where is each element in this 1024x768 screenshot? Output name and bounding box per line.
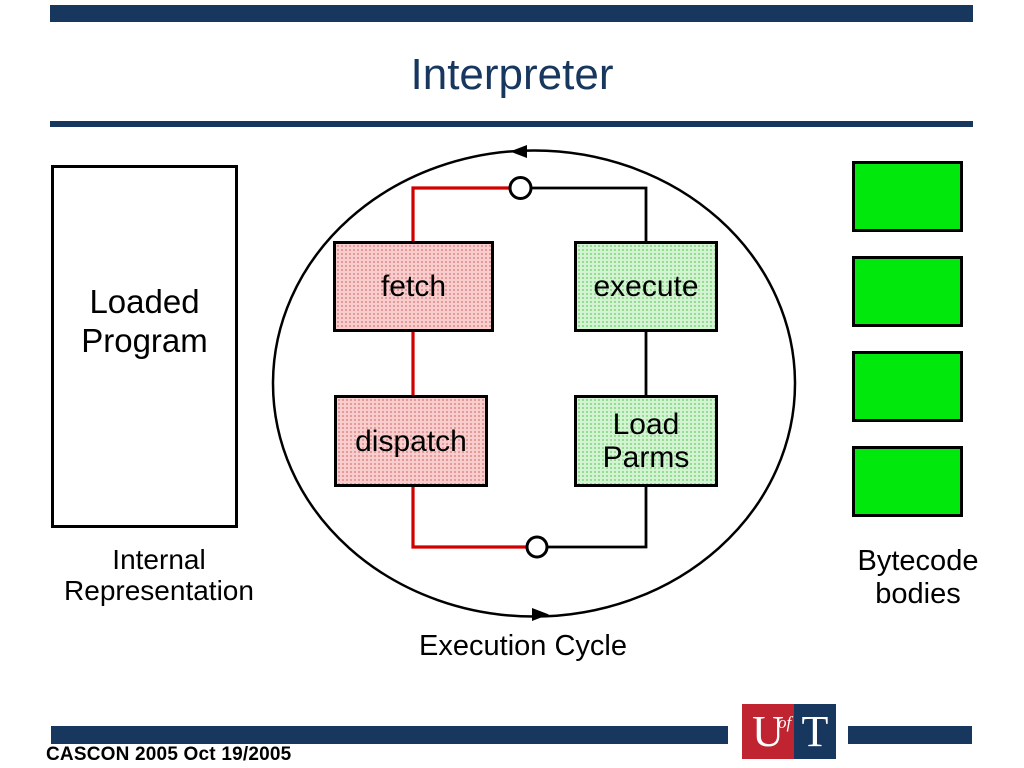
loaded-program-label: Loaded Program <box>81 282 208 359</box>
red-flow-line-top <box>411 186 510 242</box>
dispatch-label: dispatch <box>355 424 467 458</box>
black-flow-line-top <box>531 186 648 242</box>
logo-letter-t: T <box>801 706 829 756</box>
bytecode-bodies-stack <box>852 161 963 541</box>
uoft-logo: U T of <box>742 704 836 759</box>
bytecode-body-rect <box>852 161 963 232</box>
footer-date-text: CASCON 2005 Oct 19/2005 <box>46 744 292 765</box>
logo-letter-u: U <box>752 706 784 756</box>
footer-bar-left <box>51 726 728 744</box>
footer-bar-right <box>848 726 972 744</box>
execute-label: execute <box>593 270 699 303</box>
load-parms-box: Load Parms <box>574 395 718 487</box>
execute-box: execute <box>574 241 718 332</box>
bytecode-body-rect <box>852 351 963 422</box>
cycle-direction-arrow-top-icon <box>510 145 527 158</box>
black-flow-line-bottom <box>547 485 648 549</box>
page-title: Interpreter <box>410 50 614 99</box>
fetch-box: fetch <box>333 241 494 332</box>
junction-circle-top <box>508 176 533 200</box>
logo-navy-half: T <box>794 704 836 759</box>
red-flow-line-bottom <box>411 485 527 549</box>
dispatch-box: dispatch <box>334 395 488 487</box>
logo-word-of: of <box>778 713 792 732</box>
bytecode-body-rect <box>852 446 963 517</box>
fetch-label: fetch <box>380 270 447 303</box>
internal-representation-caption: Internal Representation <box>64 544 254 606</box>
top-accent-bar <box>50 5 973 22</box>
junction-circle-bottom <box>525 535 549 559</box>
title-underline <box>50 121 973 127</box>
bytecode-body-rect <box>852 256 963 327</box>
loaded-program-box: Loaded Program <box>51 165 238 528</box>
logo-red-half: U <box>742 704 794 759</box>
cycle-direction-arrow-bottom-icon <box>532 608 549 621</box>
execution-cycle-caption: Execution Cycle <box>419 630 627 662</box>
load-parms-label: Load Parms <box>602 408 690 474</box>
bytecode-bodies-caption: Bytecode bodies <box>857 545 979 610</box>
